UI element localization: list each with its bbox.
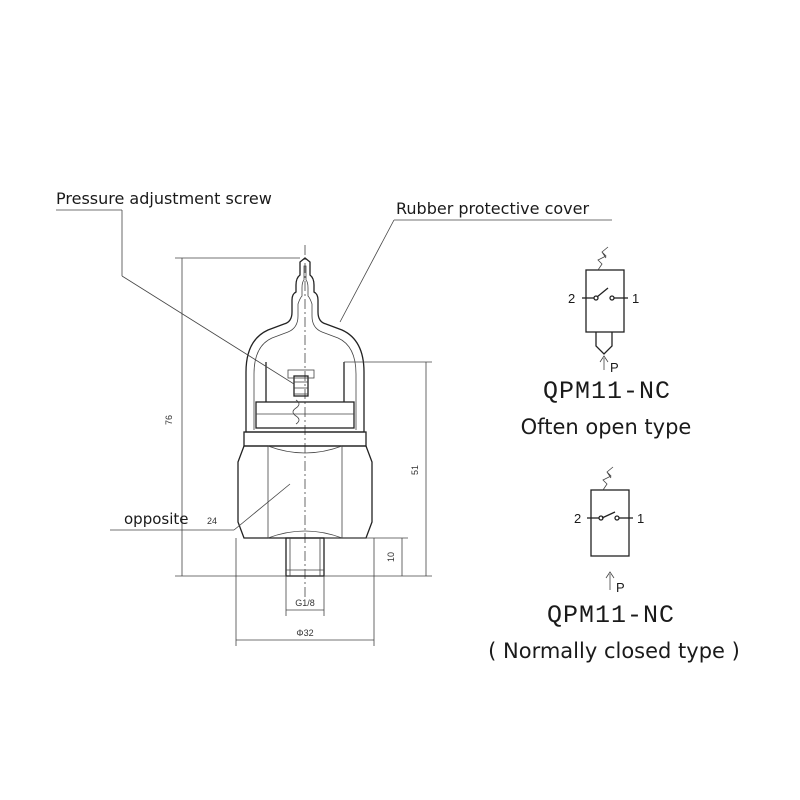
dimension-thread-size: G1/8 — [295, 598, 315, 608]
dimension-body-height: 51 — [410, 465, 420, 475]
rubber-cover — [245, 257, 365, 433]
pressure-label: P — [610, 360, 619, 375]
pressure-arrow-icon — [599, 355, 609, 363]
pressure-arrow-icon — [605, 571, 615, 579]
switch-symbol-box — [590, 489, 630, 557]
pressure-port-icon — [595, 332, 613, 355]
screw-label: Pressure adjustment screw — [56, 189, 272, 208]
contact-closed-icon — [601, 511, 616, 519]
spring-coil — [292, 399, 300, 425]
symbol-normally-closed: 2 1 P QPM11-NC ( Normally closed type ) — [488, 466, 740, 663]
symbol-often-open: 2 1 P QPM11-NC Often open type — [521, 246, 692, 439]
screw-head — [287, 369, 315, 379]
spring-symbol-icon — [597, 246, 609, 271]
adjustment-screw — [293, 375, 309, 397]
model-label: QPM11-NC — [547, 601, 675, 630]
spring-symbol-icon — [602, 466, 614, 491]
pressure-label: P — [616, 580, 625, 595]
terminal-2-label: 2 — [568, 291, 575, 306]
switch-base — [255, 401, 355, 429]
model-label: QPM11-NC — [543, 377, 671, 406]
normally-closed-caption: ( Normally closed type ) — [488, 639, 740, 663]
opposite-label: opposite — [124, 510, 189, 528]
switch-symbol-box — [585, 269, 625, 333]
terminal-2-label: 2 — [574, 511, 581, 526]
dimension-diameter: Φ32 — [296, 628, 313, 638]
switch-drawing: 76 51 10 G1/8 Φ32 opposite 24 Pressure a… — [56, 189, 612, 646]
terminal-1-label: 1 — [637, 511, 644, 526]
dimension-height: 76 — [164, 415, 174, 425]
rubber-cover-inner — [253, 265, 357, 430]
thread-fitting — [285, 537, 325, 577]
often-open-caption: Often open type — [521, 415, 692, 439]
dimension-thread-height: 10 — [386, 552, 396, 562]
terminal-1-label: 1 — [632, 291, 639, 306]
contact-open-icon — [596, 287, 609, 298]
cover-label: Rubber protective cover — [396, 199, 589, 218]
opposite-size: 24 — [207, 516, 217, 526]
